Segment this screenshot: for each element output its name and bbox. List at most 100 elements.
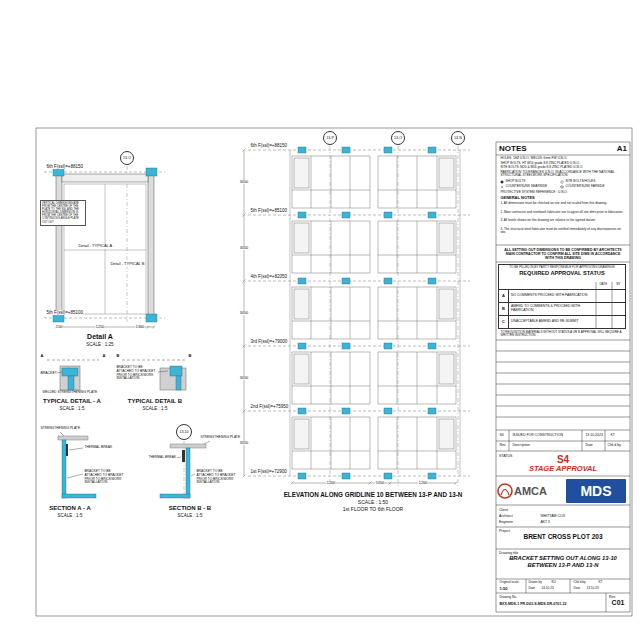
part-label: THERMAL BREAK: [148, 456, 177, 460]
bracket: [342, 147, 350, 153]
dimension: 3050: [239, 376, 248, 380]
part-label: STRENGTHENING PLATE: [200, 436, 240, 440]
detail-a-frame: [64, 250, 146, 251]
gridline: [330, 146, 331, 488]
node-text: 13-O: [123, 156, 131, 160]
typical-detail-b: [170, 366, 182, 376]
section-a-a: [62, 494, 96, 498]
note-text: 4. The structural steel fabricator must …: [500, 228, 626, 235]
title-block-grid: [496, 476, 630, 477]
bolt-symbols: [561, 187, 564, 188]
section-mark: A: [102, 354, 106, 359]
title-block-grid: [496, 505, 630, 506]
level-line: [248, 215, 470, 216]
title-block-grid: [496, 579, 630, 580]
typical-detail-a: [60, 366, 80, 390]
bracket: [384, 278, 392, 284]
slab-edge: [290, 150, 460, 476]
table-header: Date: [528, 587, 536, 591]
scale-note: SCALE : 1:50: [357, 500, 388, 506]
view-title: SECTION A - A: [49, 505, 91, 512]
note-text: SHOP BOLTS: HT M16 grade 8.8 ZINC PLATED…: [500, 162, 580, 166]
title-block-grid: [496, 340, 630, 341]
dimension-line: [291, 482, 458, 485]
detail-reference: Detail - TYPICAL B: [110, 262, 145, 267]
revision-cell: RevC01: [606, 594, 630, 612]
scale-note: SCALE : 1:5: [59, 406, 85, 411]
node-text: NO COMMENTS PROCEED WITH FABRICATION: [509, 294, 587, 298]
section-b-b: [170, 444, 206, 448]
company-logo: AMCA: [514, 481, 560, 501]
typical-detail-b: [158, 371, 168, 372]
section-mark: B: [188, 354, 192, 359]
node-text: S4: [557, 454, 569, 466]
dimension: 1200: [326, 481, 335, 485]
note-text: 3. All levels shown on this drawing are …: [500, 219, 626, 223]
title-block-grid: [496, 142, 630, 612]
slab-edge: [460, 150, 461, 476]
section-b-b: [160, 494, 190, 498]
bracket: [384, 147, 392, 153]
view-title: TYPICAL DETAIL B: [127, 398, 182, 405]
bracket: [384, 473, 392, 479]
dimension: 1050: [375, 481, 384, 485]
detail-a-frame: [56, 174, 62, 316]
dimension: 1200: [418, 481, 427, 485]
scale-note: SCALE : 1:25: [86, 342, 114, 347]
title-block-grid: [496, 451, 630, 452]
table-header: Original scale: [499, 581, 519, 585]
symbol-key: SHOP BOLTS: [505, 180, 526, 184]
bracket: [384, 343, 392, 349]
bracket: [384, 212, 392, 218]
section-b-b: [186, 448, 190, 498]
bracket: [342, 408, 350, 414]
bracket: [298, 212, 306, 218]
node-text: C01: [609, 599, 627, 607]
bolt-symbols: [501, 186, 503, 188]
bracket: [342, 212, 350, 218]
node-text: TO BE FILLED IN BY PARTY RESPONSIBLE FOR…: [502, 266, 622, 270]
status-box: STATUSS4STAGE APPROVAL: [496, 452, 630, 476]
amca-logo-mark: [498, 484, 512, 498]
node-text: Drawing title: [499, 551, 627, 555]
dimension: 150: [55, 325, 62, 329]
node-text: REQUIRED APPROVAL STATUS: [502, 270, 622, 277]
node-text: A: [499, 290, 509, 302]
typical-detail-a: [68, 376, 74, 390]
gridline: [398, 146, 399, 488]
scale-note: SCALE : 1:5: [177, 513, 203, 518]
bracket: [428, 473, 436, 479]
section-a-a: [69, 448, 83, 450]
node-text: BRENT CROSS PLOT 203: [499, 533, 627, 540]
elevation: [292, 417, 456, 469]
note-text: FABRICATION TOLERANCES U.N.O. IN ACCORDA…: [500, 171, 626, 178]
detail-a-frame: [62, 174, 148, 182]
note-text: PROTECTIVE SYSTEM REFERENCE : U.N.O.: [500, 191, 568, 195]
dimension-line: [292, 483, 456, 484]
table-cell: KU: [551, 581, 556, 585]
note-text: 2. Main contractor and steelwork fabrica…: [500, 211, 626, 215]
bracket: [298, 408, 306, 414]
detail-a-frame: [127, 166, 128, 322]
scale-note: 1st FLOOR TO 6th FLOOR: [342, 507, 403, 513]
node-text: Project: [499, 529, 627, 533]
drawing-number: BXX-MDS-1 PR-D03-S-MDS-DR-0701-22: [499, 602, 567, 606]
part-label: STRENGTHENING PLATE: [40, 427, 80, 431]
section-mark: B: [116, 354, 120, 359]
amca-logo-mark: [498, 484, 512, 498]
level-line: [248, 346, 470, 347]
title-block-grid: [496, 441, 630, 442]
node-text: NOTES: [499, 144, 527, 153]
title-block-grid: [582, 430, 583, 451]
level-line: [248, 476, 470, 477]
section-b-b: [204, 441, 210, 444]
level-label: 4th F(ssl)=+82050: [250, 274, 287, 279]
note-text: ALL SETTING OUT DIMENSIONS TO BE CONFIRM…: [501, 248, 625, 260]
node-text: Rev: [609, 595, 627, 599]
section-a-a: [66, 444, 68, 456]
title-block-grid: [496, 527, 630, 528]
note-heading: GENERAL NOTES: [500, 196, 535, 201]
view-title: ELEVATION ALONG GRIDLINE 10 BETWEEN 13-P…: [283, 491, 462, 498]
detail-a-frame: [146, 168, 157, 176]
elevation: [292, 287, 456, 339]
